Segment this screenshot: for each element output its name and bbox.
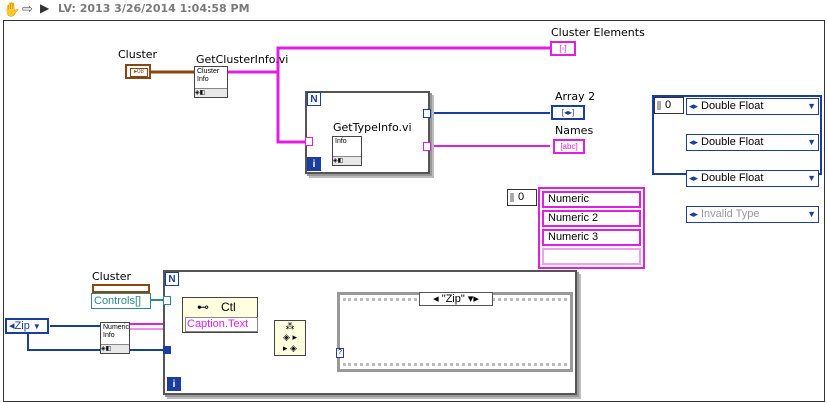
get-type-info-label: GetTypeInfo.vi	[333, 121, 412, 134]
increment-icon: ◂▸	[689, 209, 699, 219]
string-array-index[interactable]: 0	[507, 189, 537, 206]
loop-iteration-terminal-bottom: i	[167, 377, 181, 391]
dropdown-icon[interactable]: ▼	[807, 209, 816, 219]
dropdown-icon[interactable]: ▼	[32, 322, 41, 331]
dropdown-icon[interactable]: ▼	[807, 137, 816, 147]
enum-row-2[interactable]: ◂▸Double Float ▼	[686, 134, 819, 151]
run-icon[interactable]: ▶	[40, 1, 50, 15]
get-type-info-subvi[interactable]: Info ◈◧	[332, 136, 362, 166]
error-terminals: ◈◧	[101, 344, 129, 353]
case-structure-inner	[343, 298, 567, 366]
enum-row-4[interactable]: ◂▸Invalid Type ▼	[686, 206, 819, 223]
tunnel-indexing-in	[305, 137, 313, 146]
select-node[interactable]: ⁂◈ ▸▸ ◈	[274, 320, 306, 356]
string-row-4[interactable]	[542, 248, 641, 265]
for-loop-top[interactable]	[305, 91, 430, 174]
names-label: Names	[555, 124, 594, 137]
string-row-1[interactable]: Numeric	[542, 191, 641, 208]
string-row-2[interactable]: Numeric 2	[542, 210, 641, 227]
info-text: Info	[335, 138, 347, 145]
tunnel-array-out	[423, 109, 431, 118]
get-cluster-info-label: GetClusterInfo.vi	[196, 53, 289, 66]
dropdown-icon[interactable]: ▼	[807, 173, 816, 183]
enum-row-text: Double Float	[701, 172, 764, 184]
toolbar: ✋ ⇨ ▶ LV: 2013 3/26/2014 1:04:58 PM	[0, 0, 827, 18]
cluster-info-text: Cluster Info	[197, 68, 220, 83]
diagram-frame	[3, 20, 825, 402]
cluster-control-terminal[interactable]: ▸08	[125, 64, 151, 79]
ref-icon: ⊷	[197, 300, 209, 314]
cluster-brown-bar	[92, 284, 150, 293]
window-title: LV: 2013 3/26/2014 1:04:58 PM	[58, 2, 250, 15]
case-selector-text: "Zip"	[441, 293, 465, 305]
controls-text: Controls[]	[94, 295, 142, 307]
hand-icon[interactable]: ✋	[3, 1, 21, 17]
enum-row-text: Double Float	[701, 100, 764, 112]
increment-icon: ◂▸	[689, 137, 699, 147]
property-node[interactable]: ⊷ Ctl Caption.Text	[182, 297, 258, 333]
array2-label: Array 2	[555, 90, 596, 103]
dropdown-icon[interactable]: ▼	[807, 101, 816, 111]
string-array[interactable]: Numeric Numeric 2 Numeric 3	[538, 187, 645, 269]
loop-count-terminal-bottom[interactable]: N	[165, 272, 179, 286]
increment-icon: ◂▸	[689, 101, 699, 111]
error-terminals: ◈◧	[333, 156, 361, 165]
tunnel-names-out	[423, 142, 431, 151]
loop-iteration-terminal-top: i	[307, 157, 321, 171]
case-selector-label[interactable]: ◂ "Zip" ▾▸	[419, 292, 493, 306]
get-numeric-info-subvi[interactable]: Numeric Info ◈◧	[100, 322, 130, 354]
case-selector-terminal: ?	[336, 348, 344, 358]
numeric-info-text: Numeric Info	[103, 324, 130, 339]
names-indicator[interactable]: [abc]	[553, 139, 585, 154]
abc-text: abc	[562, 142, 576, 151]
increment-icon: ◂▸	[689, 173, 699, 183]
zip-enum-control[interactable]: ◂Zip ▼	[5, 318, 49, 334]
get-cluster-info-subvi[interactable]: Cluster Info ◈◧	[194, 66, 228, 98]
enum-row-text: Invalid Type	[701, 208, 760, 220]
array2-indicator[interactable]: [◂▸]	[551, 105, 585, 120]
zip-text: Zip	[14, 320, 30, 332]
enum-row-text: Double Float	[701, 136, 764, 148]
cluster-elements-label: Cluster Elements	[551, 26, 645, 39]
arrow-right-icon[interactable]: ⇨	[22, 1, 33, 16]
tunnel-controls-in	[163, 296, 171, 305]
tunnel-zip-in	[163, 346, 171, 354]
enum-array-index[interactable]: 0	[654, 97, 684, 114]
class-text: Ctl	[221, 300, 236, 314]
enum-row-1[interactable]: ◂▸Double Float ▼	[686, 98, 819, 115]
caption-text-property[interactable]: Caption.Text	[185, 317, 258, 332]
controls-ref[interactable]: Controls[]	[91, 293, 151, 309]
loop-count-terminal-top[interactable]: N	[307, 92, 321, 106]
cluster-label-top: Cluster	[118, 48, 158, 61]
enum-row-3[interactable]: ◂▸Double Float ▼	[686, 170, 819, 187]
cluster-elements-indicator[interactable]: [◦]	[550, 41, 576, 56]
cluster-label-bottom: Cluster	[92, 270, 132, 283]
error-terminals: ◈◧	[195, 88, 227, 97]
string-row-3[interactable]: Numeric 3	[542, 229, 641, 246]
